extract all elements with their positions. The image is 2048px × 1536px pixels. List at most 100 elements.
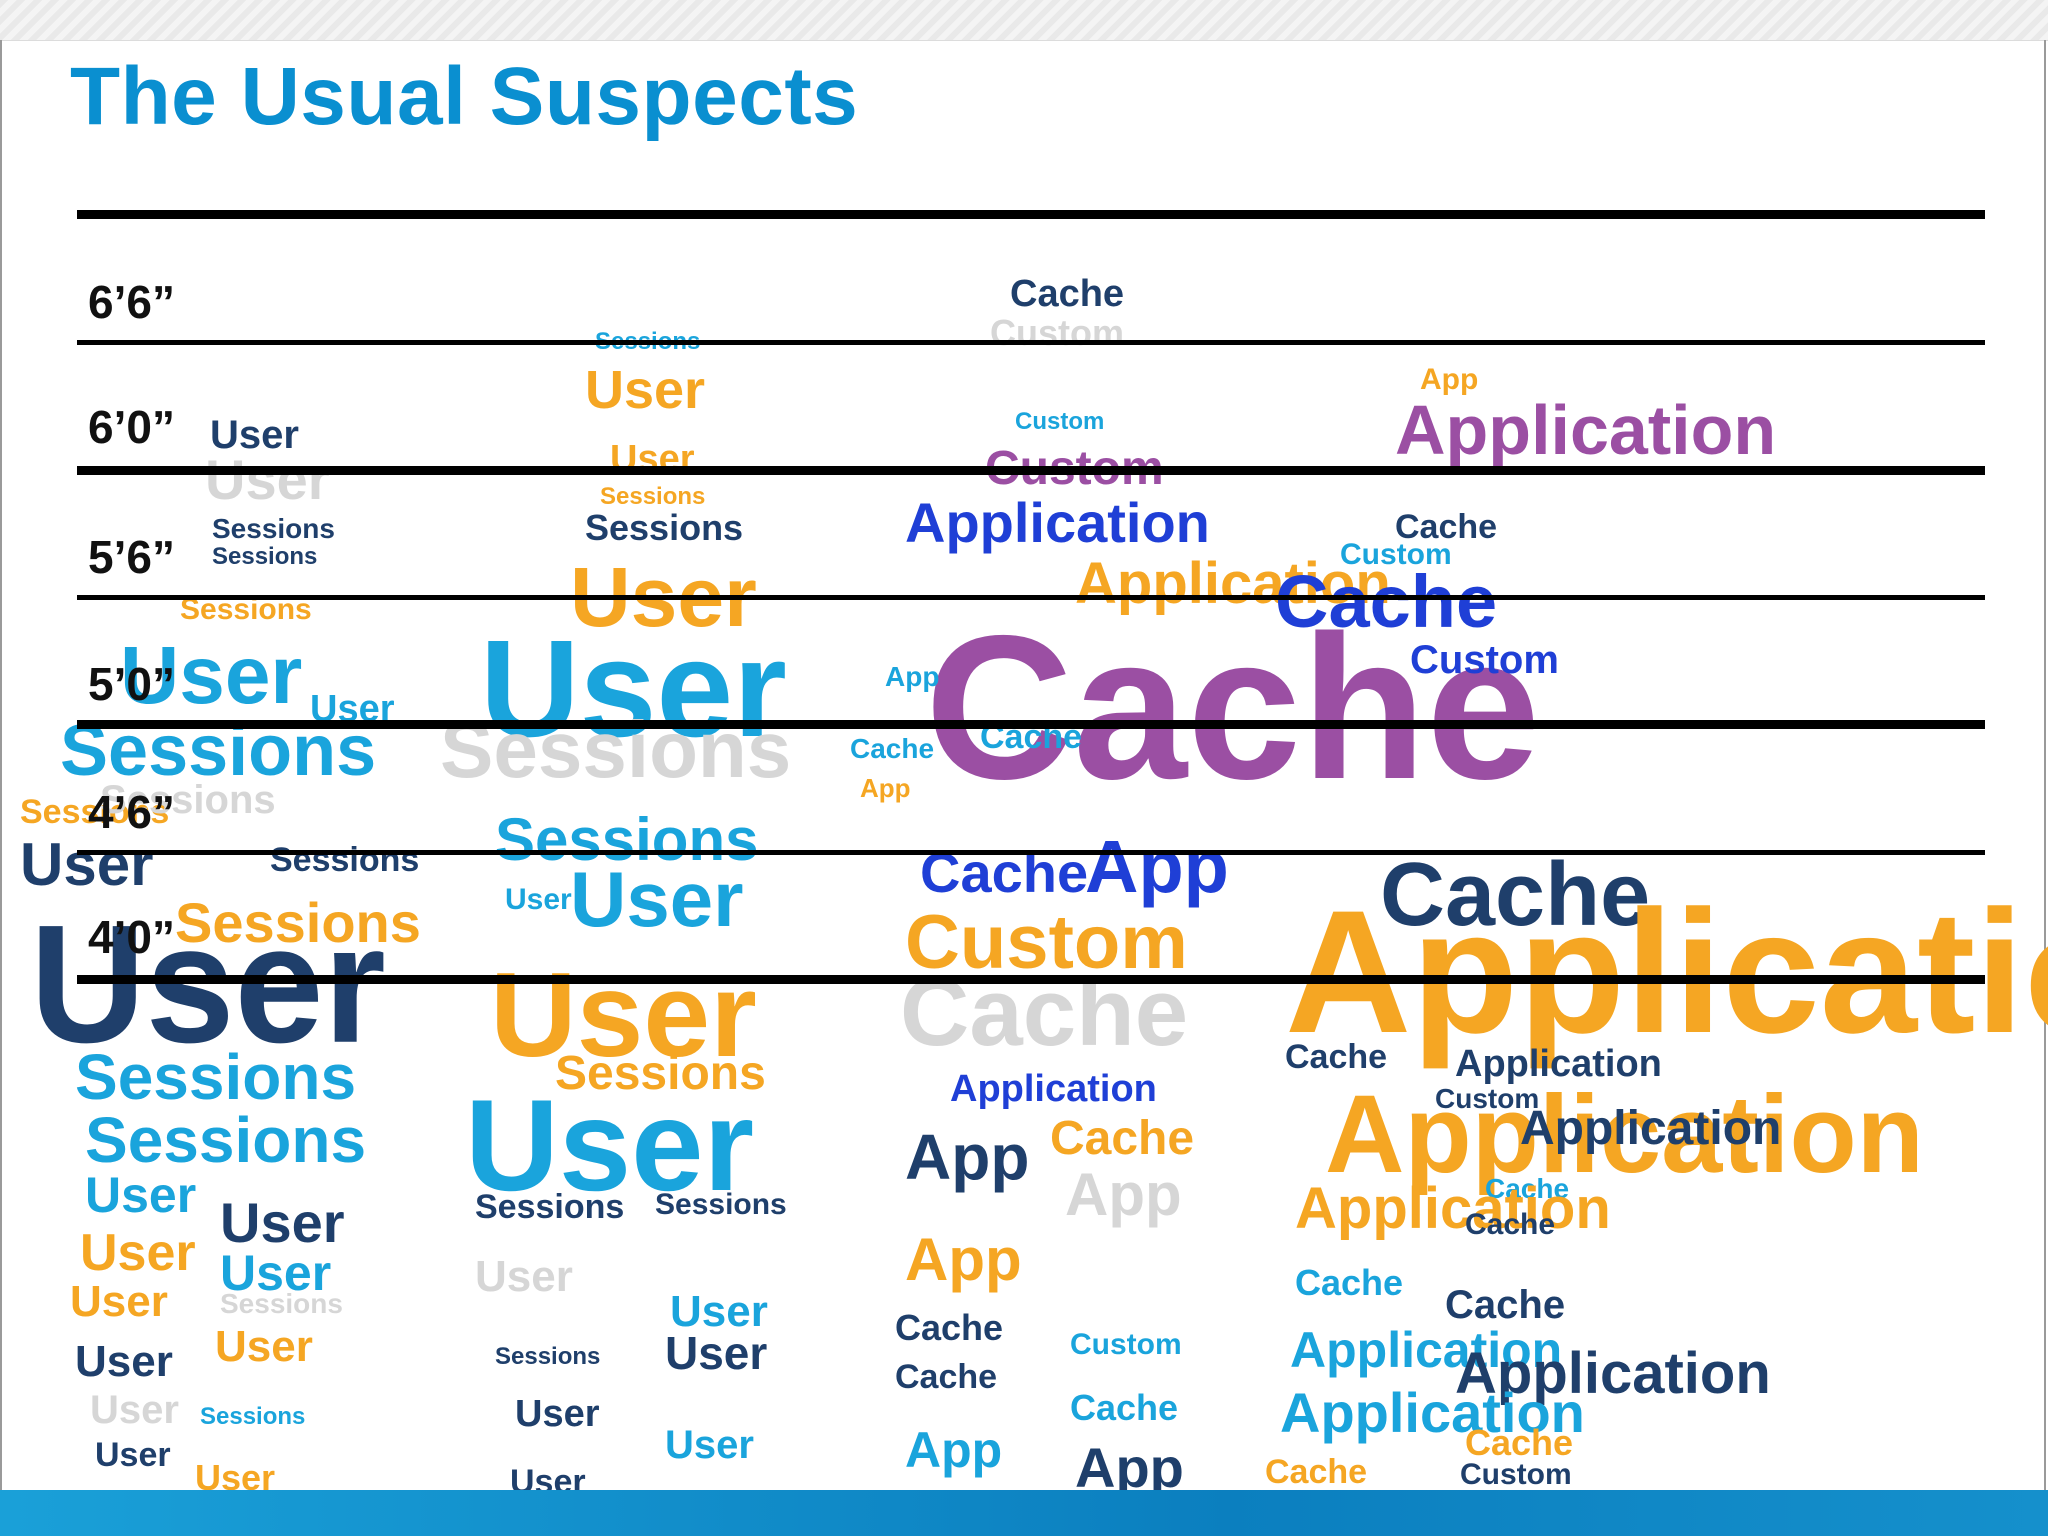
figure-user-sessions-word: Sessions — [175, 891, 421, 954]
figure-app-cache-custom-word: Application — [1395, 391, 1777, 469]
figure-user-sessions-word: User — [220, 1191, 345, 1254]
figure-user-sessions-tall-word: User — [665, 1423, 754, 1467]
figure-cache-custom-application-word: Cache — [1010, 273, 1125, 315]
figure-user-sessions-tall-word: User — [515, 1393, 600, 1435]
figure-cache-custom-application-word: Cache — [850, 733, 935, 764]
figure-app-cache-custom-word: Cache — [1485, 1173, 1570, 1204]
figure-user-sessions-word: Sessions — [200, 1403, 306, 1430]
slide-frame — [0, 40, 2046, 1534]
figure-user-sessions-word: Sessions — [212, 513, 335, 544]
figure-user-sessions-tall-word: User — [475, 1252, 573, 1301]
height-line-5-6 — [77, 595, 1985, 600]
height-label-5-0: 5’0” — [88, 658, 175, 710]
figure-app-cache-custom-word: Cache — [1395, 508, 1498, 546]
figure-app-cache-custom-word: Application — [1455, 1043, 1662, 1085]
figure-user-sessions-tall-word: User — [510, 1463, 586, 1490]
figure-user-sessions-tall-word: User — [665, 1327, 768, 1379]
figure-user-sessions-word: Sessions — [85, 1104, 367, 1176]
figure-app-cache-custom-word: App — [1420, 363, 1479, 396]
figure-app-cache-custom-word: Cache — [1285, 1038, 1388, 1076]
height-line-top — [77, 210, 1985, 219]
figure-user-sessions-tall-word: Sessions — [600, 483, 706, 510]
figure-app-cache-custom-word: Cache — [1380, 845, 1651, 945]
figure-user-sessions-word: User — [80, 1224, 196, 1282]
figure-app-cache-custom-word: Custom — [1435, 1083, 1540, 1114]
figure-user-sessions-word: User — [70, 1277, 168, 1326]
height-label-4-0: 4’0” — [88, 911, 175, 963]
figure-user-sessions-tall-word: Sessions — [495, 1343, 601, 1370]
figure-user-sessions-word: User — [75, 1337, 173, 1386]
figure-user-sessions-tall-word: User — [480, 612, 787, 766]
figure-app-cache-custom-word: Cache — [1445, 1283, 1566, 1327]
figure-app-cache-custom-word: Custom — [1410, 638, 1559, 682]
figure-app-cache-custom-word: Custom — [1340, 538, 1452, 571]
figure-cache-custom-application-word: Cache — [925, 593, 1541, 822]
height-label-5-6: 5’6” — [88, 531, 175, 583]
figure-cache-custom-application-word: Application — [1075, 551, 1391, 616]
figure-app-cache-custom-word: Custom — [1460, 1458, 1572, 1490]
height-line-6-6 — [77, 340, 1985, 345]
figure-app-cache-custom-word: Application — [1520, 1102, 1782, 1155]
figure-cache-custom-application-word: App — [1085, 825, 1229, 908]
figure-app-cache-custom-word: Application — [1455, 1341, 1771, 1406]
figure-user-sessions-word: Sessions — [220, 1288, 343, 1319]
figure-app-cache-custom-word: Cache — [1465, 1208, 1556, 1241]
height-line-6-0 — [77, 466, 1985, 475]
figure-cache-custom-application-word: App — [905, 1422, 1003, 1478]
figure-user-sessions-word: Sessions — [100, 778, 276, 822]
height-line-4-0 — [77, 975, 1985, 984]
figure-cache-custom-application-word: App — [885, 661, 940, 692]
figure-cache-custom-application-word: App — [1065, 1161, 1182, 1228]
figure-cache-custom-application-word: Application — [905, 491, 1210, 554]
figure-cache-custom-application-word: App — [905, 1226, 1022, 1293]
figure-user-sessions-word: User — [120, 630, 303, 721]
height-label-6-6: 6’6” — [88, 276, 175, 328]
figure-user-sessions-word: User — [20, 831, 154, 898]
figure-cache-custom-application-word: App — [905, 1121, 1030, 1193]
figure-cache-custom-application-word: Application — [950, 1068, 1157, 1110]
figure-user-sessions-tall-word: Sessions — [495, 806, 759, 873]
figure-user-sessions-word: Sessions — [20, 793, 170, 831]
figure-user-sessions-word: User — [85, 1167, 197, 1223]
height-line-5-0 — [77, 720, 1985, 729]
figure-user-sessions-word: Sessions — [212, 543, 318, 570]
figure-cache-custom-application-word: Cache — [895, 1307, 1004, 1348]
figure-user-sessions-tall-word: User — [670, 1287, 768, 1336]
figure-user-sessions-word: User — [90, 1388, 179, 1432]
figure-app-cache-custom-word: Application — [1290, 1322, 1563, 1378]
figure-cache-custom-application-word: Custom — [990, 312, 1124, 353]
figure-user-sessions-word: User — [205, 448, 330, 511]
figure-cache-custom-application-word: App — [860, 773, 911, 803]
height-label-4-6: 4’6” — [88, 786, 175, 838]
figure-user-sessions-word: Sessions — [270, 841, 420, 879]
figure-cache-custom-application-word: App — [1075, 1436, 1184, 1491]
figure-app-cache-custom-word: Application — [1285, 875, 2048, 1070]
figure-user-sessions-tall-word: Sessions — [655, 1188, 787, 1221]
figure-app-cache-custom-word: Cache — [1275, 560, 1498, 643]
figure-user-sessions-tall-word: Sessions — [585, 507, 744, 548]
figure-app-cache-custom-word: Application — [1325, 1073, 1924, 1196]
figure-app-cache-custom-word: Cache — [1465, 1422, 1574, 1463]
figure-user-sessions-word: User — [95, 1436, 171, 1474]
figure-cache-custom-application-word: Custom — [1015, 408, 1105, 435]
figure-cache-custom-application-word: Custom — [1070, 1328, 1182, 1361]
figure-cache-custom-application-word: Cache — [1050, 1112, 1195, 1165]
height-line-4-6 — [77, 850, 1985, 855]
figure-user-sessions-tall-word: User — [465, 1072, 755, 1218]
figure-user-sessions-word: User — [215, 1322, 313, 1371]
figure-cache-custom-application-word: Cache — [895, 1358, 998, 1396]
figure-user-sessions-tall-word: Sessions — [555, 1047, 766, 1100]
figure-user-sessions-word: User — [195, 1457, 276, 1491]
figure-user-sessions-tall-word: User — [585, 360, 706, 420]
figure-app-cache-custom-word: Cache — [1265, 1453, 1368, 1490]
slide-title: The Usual Suspects — [70, 51, 859, 142]
slide-bottom-bar — [0, 1490, 2048, 1536]
figure-cache-custom-application-word: Cache — [1070, 1387, 1179, 1428]
figure-cache-custom-application-word: Custom — [905, 900, 1188, 985]
figure-app-cache-custom-word: Cache — [1295, 1262, 1404, 1303]
window-top-strip — [0, 0, 2048, 41]
height-label-6-0: 6’0” — [88, 401, 175, 453]
figure-user-sessions-tall-word: Sessions — [475, 1188, 625, 1226]
